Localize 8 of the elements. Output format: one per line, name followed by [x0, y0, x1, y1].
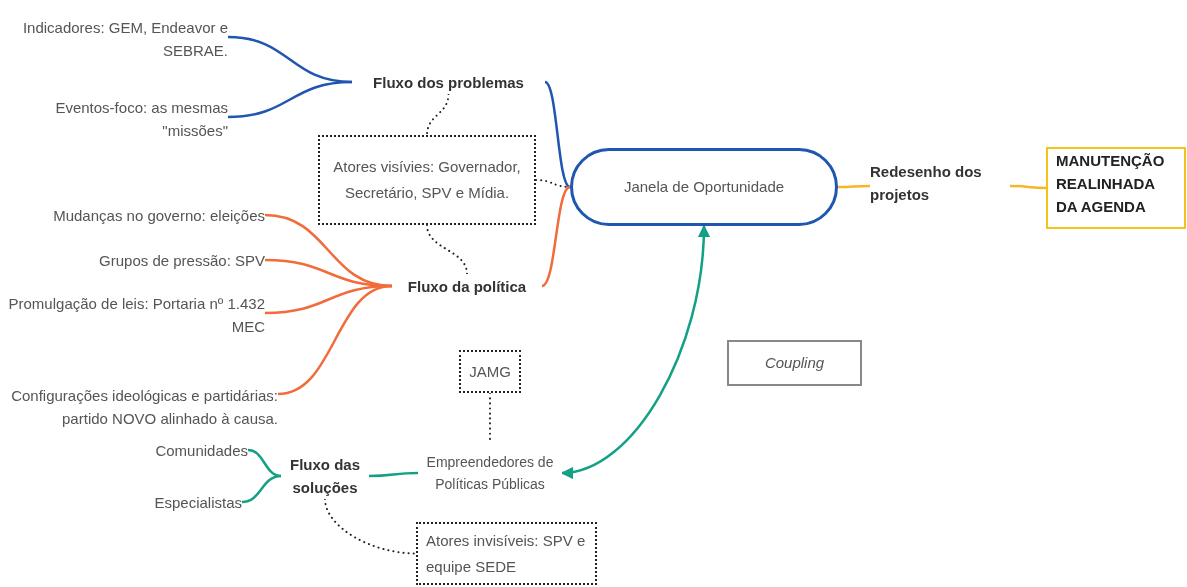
connector: [836, 184, 872, 189]
outcome-box: MANUTENÇÃO REALINHADA DA AGENDA: [1046, 147, 1186, 229]
label-box: Coupling: [727, 340, 862, 386]
stream-heading: Fluxo da política: [392, 274, 542, 298]
dotted-box: JAMG: [459, 350, 521, 393]
window-pill: Janela de Oportunidade: [570, 148, 838, 226]
dotted-box: Atores invisíveis: SPV e equipe SEDE: [416, 522, 597, 585]
dotted-box: Atores visívies: Governador, Secretário, SPV e Mídia.: [318, 135, 536, 225]
